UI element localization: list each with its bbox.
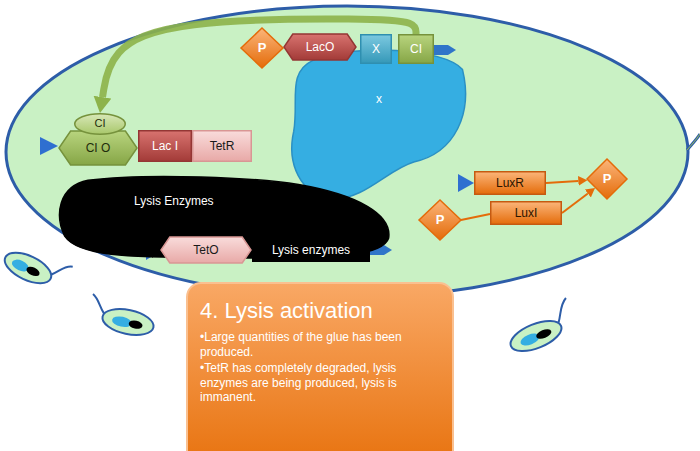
molecule-diamond: P xyxy=(586,158,628,200)
diamond-shape xyxy=(587,159,627,199)
gene-box: TetR xyxy=(192,130,252,162)
diamond-shape xyxy=(241,28,283,68)
node-label: LacO xyxy=(306,40,335,54)
node-label: Lac I xyxy=(152,139,178,153)
box-shape xyxy=(475,172,546,195)
node-label: LuxI xyxy=(515,206,538,220)
node-label: CI xyxy=(410,42,422,56)
node-label: x xyxy=(376,92,382,106)
panel-shape xyxy=(187,283,453,451)
bacterium-enzymes xyxy=(535,327,553,340)
node-label: Lysis Enzymes xyxy=(134,194,214,208)
bacterium-enzymes xyxy=(25,265,41,278)
bacterium-body xyxy=(506,315,565,357)
bacterium-glue xyxy=(111,315,133,329)
box-shape xyxy=(491,202,562,225)
hexagon-shape xyxy=(59,131,137,165)
bacterium-flagellum xyxy=(551,298,573,323)
small-bacterium xyxy=(86,294,157,339)
diamond-shape xyxy=(419,200,461,240)
gene-box: Lysis enzymes xyxy=(252,238,370,262)
step-panel: 4. Lysis activation •Large quantities of … xyxy=(186,282,454,451)
flagellum-core xyxy=(687,134,700,150)
bacterium-body xyxy=(0,247,55,290)
gene-box: LuxR xyxy=(474,171,546,195)
box-shape xyxy=(253,239,370,262)
box-shape xyxy=(399,35,434,64)
bacterium-body xyxy=(100,305,156,339)
hexagon-shape xyxy=(161,237,251,263)
gene-box: X xyxy=(360,34,392,64)
node-label: X xyxy=(372,42,380,56)
production-arrow xyxy=(562,193,588,213)
box-shape xyxy=(139,131,192,162)
step-bullet: •Large quantities of the glue has been p… xyxy=(200,330,442,359)
node-label: TetR xyxy=(210,139,235,153)
node-label: P xyxy=(603,171,612,187)
small-bacterium xyxy=(0,239,72,295)
protein-blob-outline xyxy=(292,48,466,202)
molecule-diamond: P xyxy=(418,199,462,241)
node-label: TetO xyxy=(193,243,218,257)
step-bullet: •TetR has completely degraded, lysis enz… xyxy=(200,361,442,404)
node-label: CI O xyxy=(86,141,111,155)
node-label: CI xyxy=(95,117,106,130)
box-shape xyxy=(193,131,252,162)
protein-blob: x xyxy=(292,48,466,202)
gene-box: Lac I xyxy=(138,130,192,162)
operator-box: CI O xyxy=(58,130,138,166)
node-label: P xyxy=(436,212,445,228)
flagellum xyxy=(687,134,700,150)
bacterium-enzymes xyxy=(128,319,143,330)
operator-box: LacO xyxy=(283,33,357,61)
node-label: P xyxy=(258,40,267,56)
molecule-diamond: P xyxy=(240,27,284,69)
step-title: 4. Lysis activation xyxy=(200,298,373,324)
bacterium-flagellum xyxy=(51,260,72,281)
gene-end-arrow xyxy=(434,45,456,55)
node-label: Lysis enzymes xyxy=(272,243,350,257)
promoter-triangle xyxy=(458,174,474,192)
gene-box: CI xyxy=(398,34,434,64)
blob-shape xyxy=(292,50,466,199)
bacterium-flagellum xyxy=(89,294,107,314)
promoter-triangle xyxy=(40,137,58,155)
promoter-link xyxy=(461,214,490,220)
repressor-ellipse: CI xyxy=(74,113,126,135)
hexagon-shape xyxy=(284,34,356,60)
cell-body xyxy=(6,6,688,298)
node-label: LuxR xyxy=(496,176,524,190)
gene-box: LuxI xyxy=(490,201,562,225)
operator-box: TetO xyxy=(160,236,252,264)
box-shape xyxy=(361,35,392,64)
small-bacterium xyxy=(502,298,579,357)
production-arrow xyxy=(546,181,578,183)
ellipse-shape xyxy=(75,114,126,135)
